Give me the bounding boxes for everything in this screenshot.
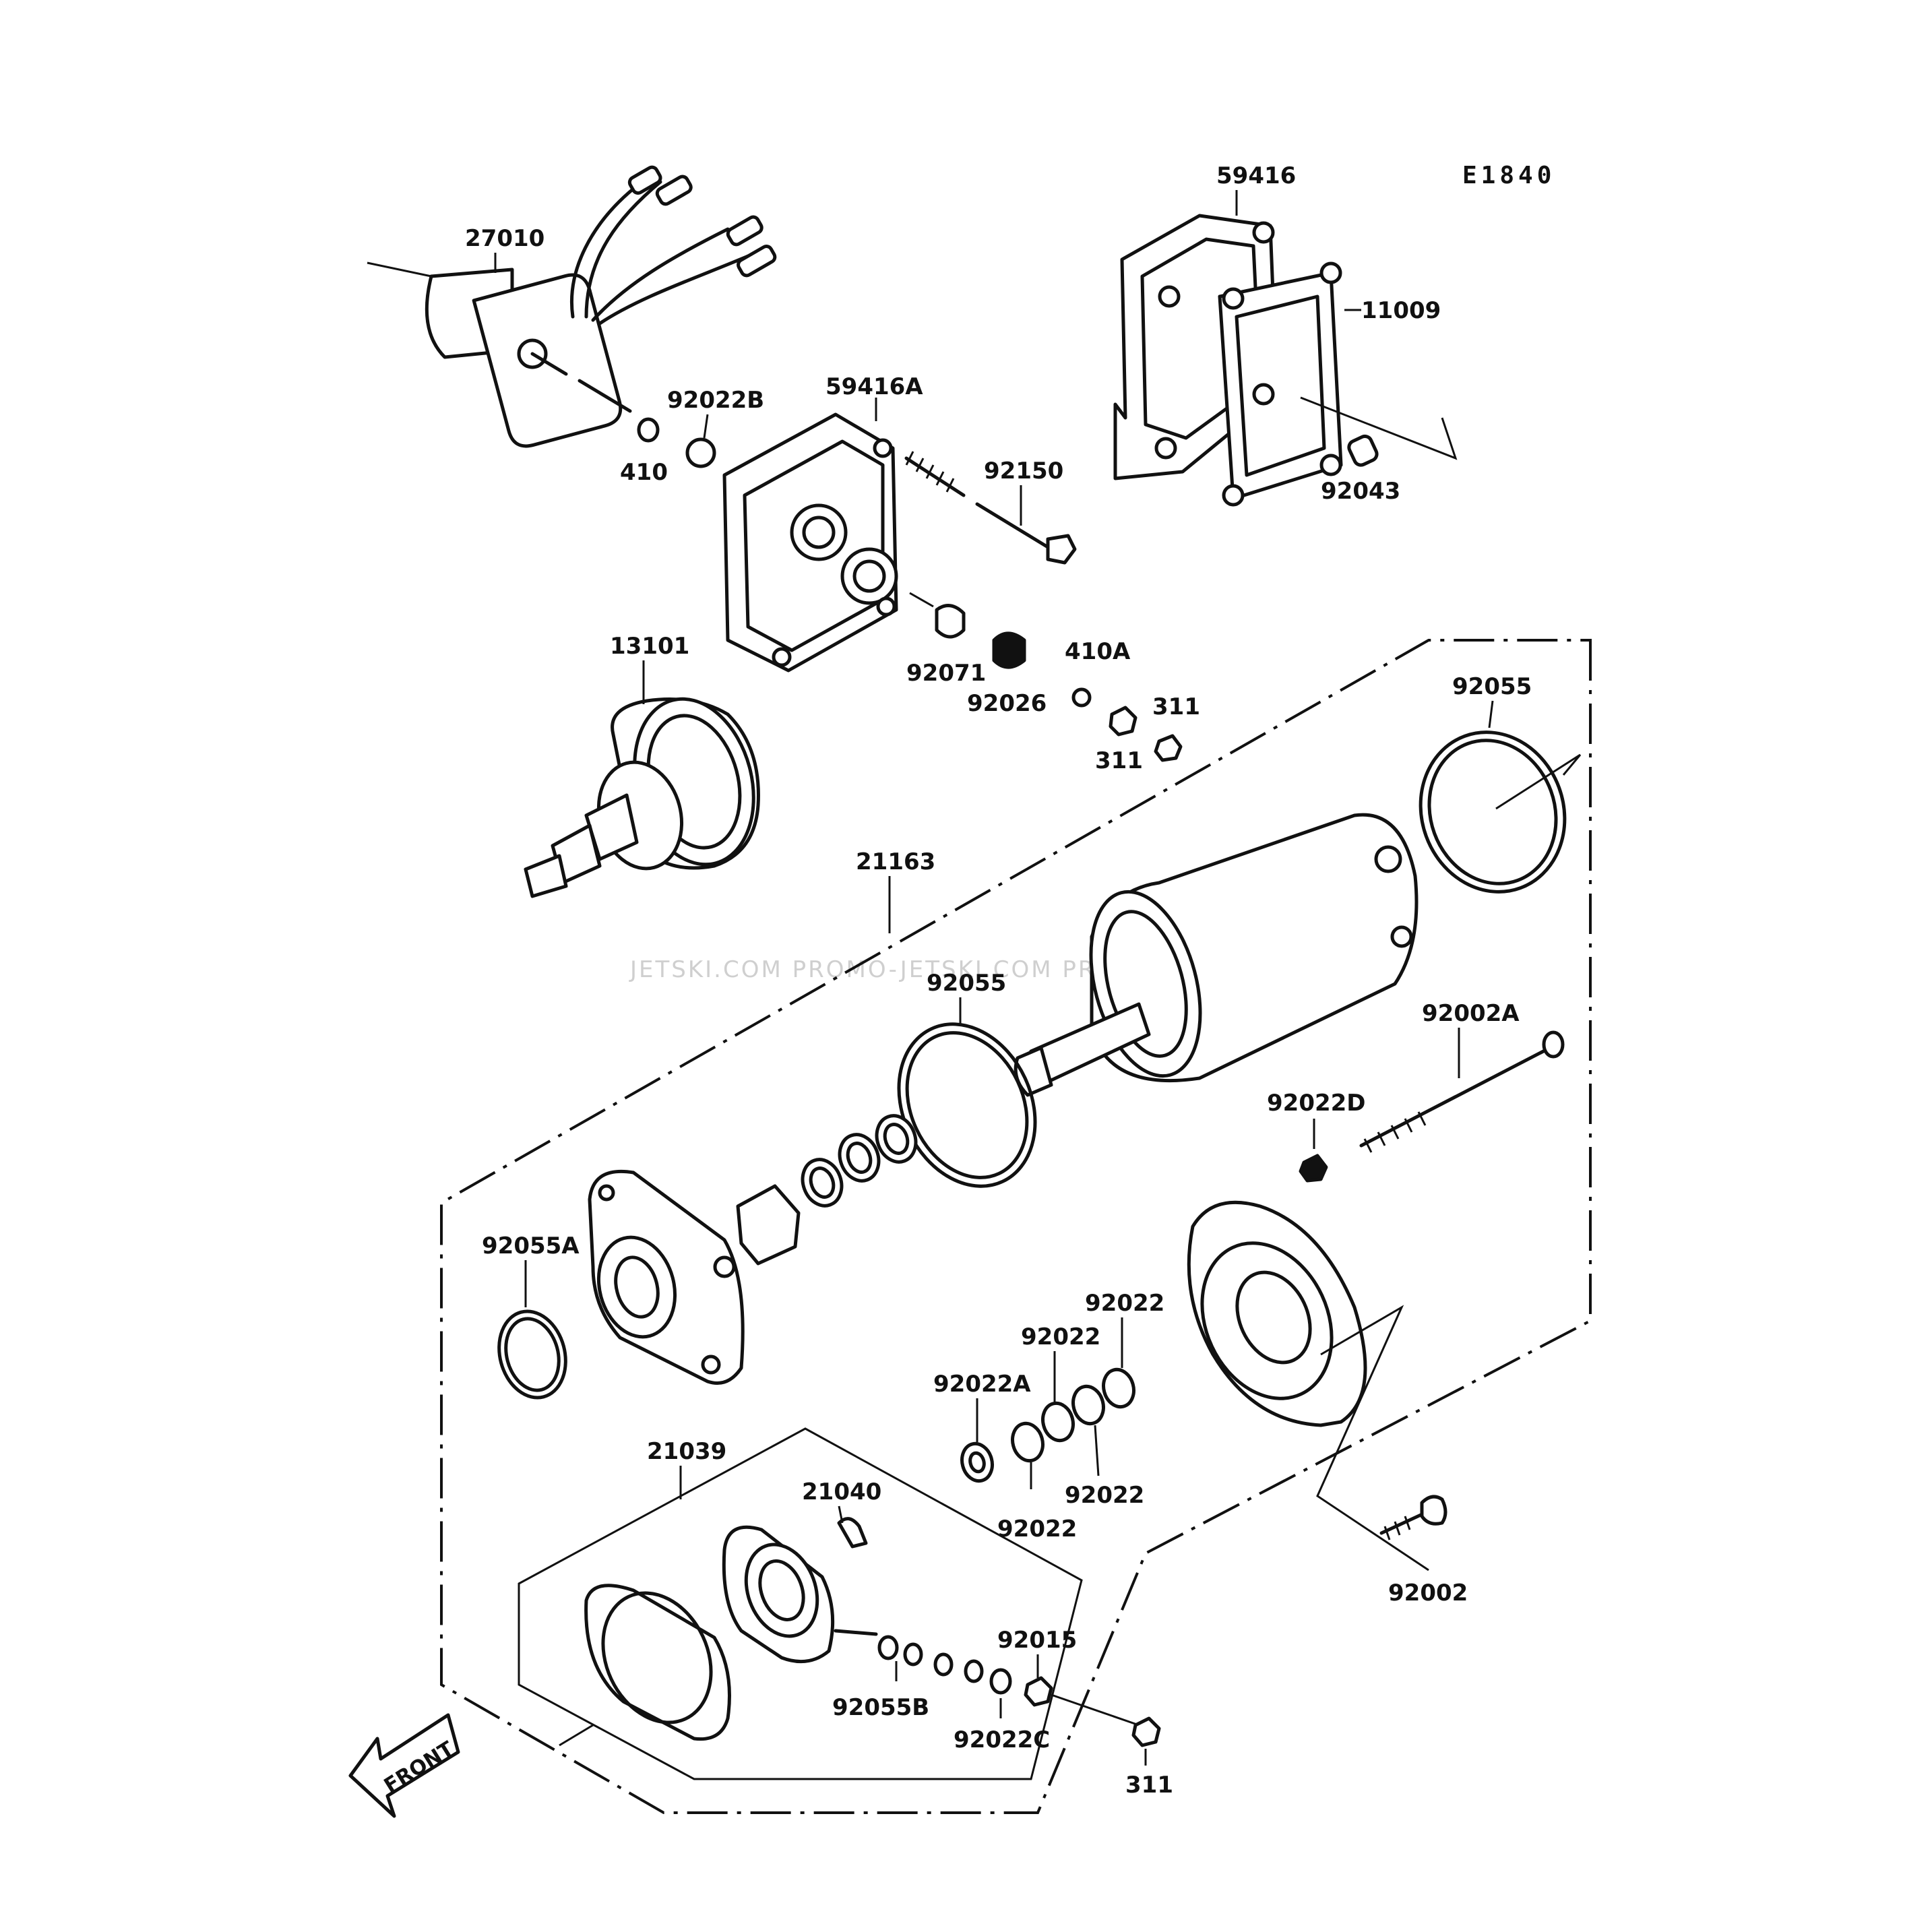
washer-small-2 xyxy=(933,1652,954,1677)
nut-311-a xyxy=(1109,706,1138,737)
nut-92022D xyxy=(1299,1154,1328,1183)
shim-92022A xyxy=(960,1441,994,1483)
washer-small-1 xyxy=(903,1642,923,1666)
shim-92022-3 xyxy=(1071,1384,1105,1426)
part-label-92055A: 92055A xyxy=(482,1233,580,1259)
sub-assembly-outline xyxy=(518,1427,1083,1780)
assembly-outline xyxy=(440,639,1592,1814)
part-label-311-c: 311 xyxy=(1125,1772,1173,1799)
part-label-13101: 13101 xyxy=(610,633,689,660)
part-label-92022-second: 92022 xyxy=(1021,1323,1100,1350)
washer-92022B xyxy=(685,437,716,468)
part-label-92022C: 92022C xyxy=(954,1726,1050,1753)
o-ring-92055A xyxy=(497,1309,567,1400)
part-label-410: 410 xyxy=(620,459,668,486)
part-label-92026: 92026 xyxy=(967,690,1047,717)
part-label-92002A: 92002A xyxy=(1422,1000,1520,1027)
part-label-59416A: 59416A xyxy=(825,373,923,400)
part-label-21040: 21040 xyxy=(802,1478,881,1505)
part-label-21039: 21039 xyxy=(647,1438,726,1465)
starter-relay-27010 xyxy=(367,165,777,448)
through-bolt-92002A xyxy=(1359,1030,1565,1153)
part-label-92022D: 92022D xyxy=(1267,1090,1366,1117)
part-label-410A: 410A xyxy=(1065,638,1131,665)
rear-end-cover xyxy=(1187,1200,1429,1571)
front-end-cover xyxy=(588,1169,745,1385)
cover-59416A xyxy=(722,412,898,673)
part-label-59416: 59416 xyxy=(1216,162,1296,189)
part-label-92022-bottom: 92022 xyxy=(997,1516,1077,1543)
shim-92022-2 xyxy=(1041,1401,1075,1443)
part-label-92022A: 92022A xyxy=(933,1371,1031,1398)
front-arrow-icon: FRONT xyxy=(348,1713,460,1818)
nut-92015 xyxy=(1024,1676,1053,1707)
bushing-92026 xyxy=(992,631,1026,669)
part-label-311-a: 311 xyxy=(1152,693,1200,720)
part-label-92022-top: 92022 xyxy=(1085,1290,1164,1317)
o-ring-92055-middle xyxy=(897,1022,1037,1188)
part-label-92071: 92071 xyxy=(906,660,986,687)
part-label-92015: 92015 xyxy=(997,1627,1077,1654)
bolt-92002 xyxy=(1379,1495,1447,1540)
lock-plate xyxy=(736,1184,801,1266)
brush-holder-plate xyxy=(722,1525,878,1664)
nut-311-b xyxy=(1154,734,1183,762)
part-label-92022B: 92022B xyxy=(667,387,764,414)
part-label-92055-middle: 92055 xyxy=(927,970,1006,997)
o-ring-92055-right xyxy=(1419,730,1567,894)
part-label-92043: 92043 xyxy=(1321,478,1400,505)
part-label-21163: 21163 xyxy=(856,848,935,875)
gasket-11009 xyxy=(1218,261,1458,507)
nut-311-c xyxy=(1131,1716,1161,1747)
yoke-ring xyxy=(559,1584,731,1747)
diagram-code: E1840 xyxy=(1462,162,1555,189)
washer-92055B xyxy=(877,1635,899,1660)
part-label-11009: 11009 xyxy=(1361,297,1441,324)
washer-410A xyxy=(1071,687,1092,708)
washer-92022C xyxy=(989,1668,1012,1695)
motor-armature-yoke xyxy=(1014,813,1419,1097)
bolt-92150 xyxy=(904,451,1077,565)
part-92043 xyxy=(1347,434,1379,467)
part-label-92055B: 92055B xyxy=(832,1694,929,1721)
washer-small-3 xyxy=(964,1659,984,1683)
part-label-27010: 27010 xyxy=(465,225,544,252)
seal-92071 xyxy=(935,604,966,639)
shim-92022-1 xyxy=(1011,1421,1045,1463)
washer-410 xyxy=(637,417,660,443)
part-label-92022-lower: 92022 xyxy=(1065,1482,1144,1509)
part-label-92150: 92150 xyxy=(984,458,1063,485)
starter-clutch-13101 xyxy=(524,697,760,898)
shim-92022-4 xyxy=(1102,1367,1135,1409)
part-label-92055-right: 92055 xyxy=(1452,673,1532,700)
part-label-311-b: 311 xyxy=(1095,747,1143,774)
part-label-92002: 92002 xyxy=(1388,1580,1468,1607)
